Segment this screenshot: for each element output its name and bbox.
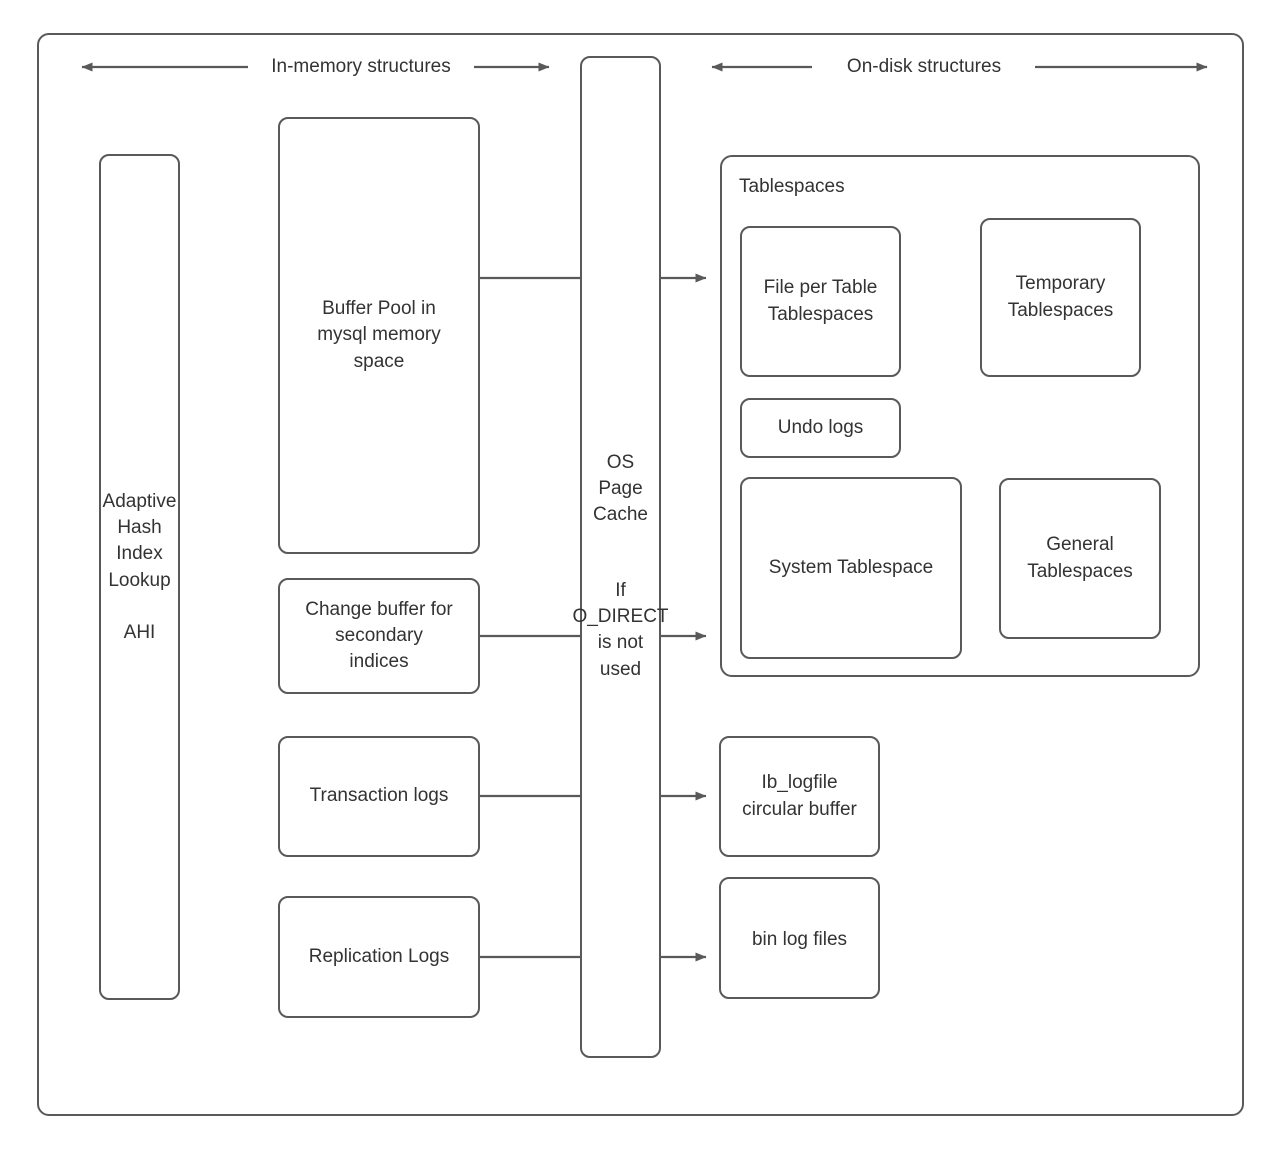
system-tablespace-box[interactable]: System Tablespace bbox=[740, 477, 962, 659]
adaptive-hash-index-box[interactable] bbox=[99, 154, 180, 1000]
header-label-in-memory: In-memory structures bbox=[271, 56, 451, 77]
file-per-table-tablespaces-box[interactable]: File per Table Tablespaces bbox=[740, 226, 901, 377]
tablespaces-container[interactable] bbox=[720, 155, 1200, 677]
buffer-pool-box[interactable]: Buffer Pool in mysql memory space bbox=[278, 117, 480, 554]
ib-logfile-box[interactable]: Ib_logfile circular buffer bbox=[719, 736, 880, 857]
temporary-tablespaces-box[interactable]: Temporary Tablespaces bbox=[980, 218, 1141, 377]
general-tablespaces-box[interactable]: General Tablespaces bbox=[999, 478, 1161, 639]
header-label-on-disk: On-disk structures bbox=[846, 56, 1002, 77]
bin-log-files-box[interactable]: bin log files bbox=[719, 877, 880, 999]
change-buffer-box[interactable]: Change buffer for secondary indices bbox=[278, 578, 480, 694]
outer-frame bbox=[37, 33, 1244, 1116]
transaction-logs-box[interactable]: Transaction logs bbox=[278, 736, 480, 857]
replication-logs-box[interactable]: Replication Logs bbox=[278, 896, 480, 1018]
undo-logs-box[interactable]: Undo logs bbox=[740, 398, 901, 458]
tablespaces-label: Tablespaces bbox=[739, 176, 845, 197]
os-page-cache-box[interactable] bbox=[580, 56, 661, 1058]
